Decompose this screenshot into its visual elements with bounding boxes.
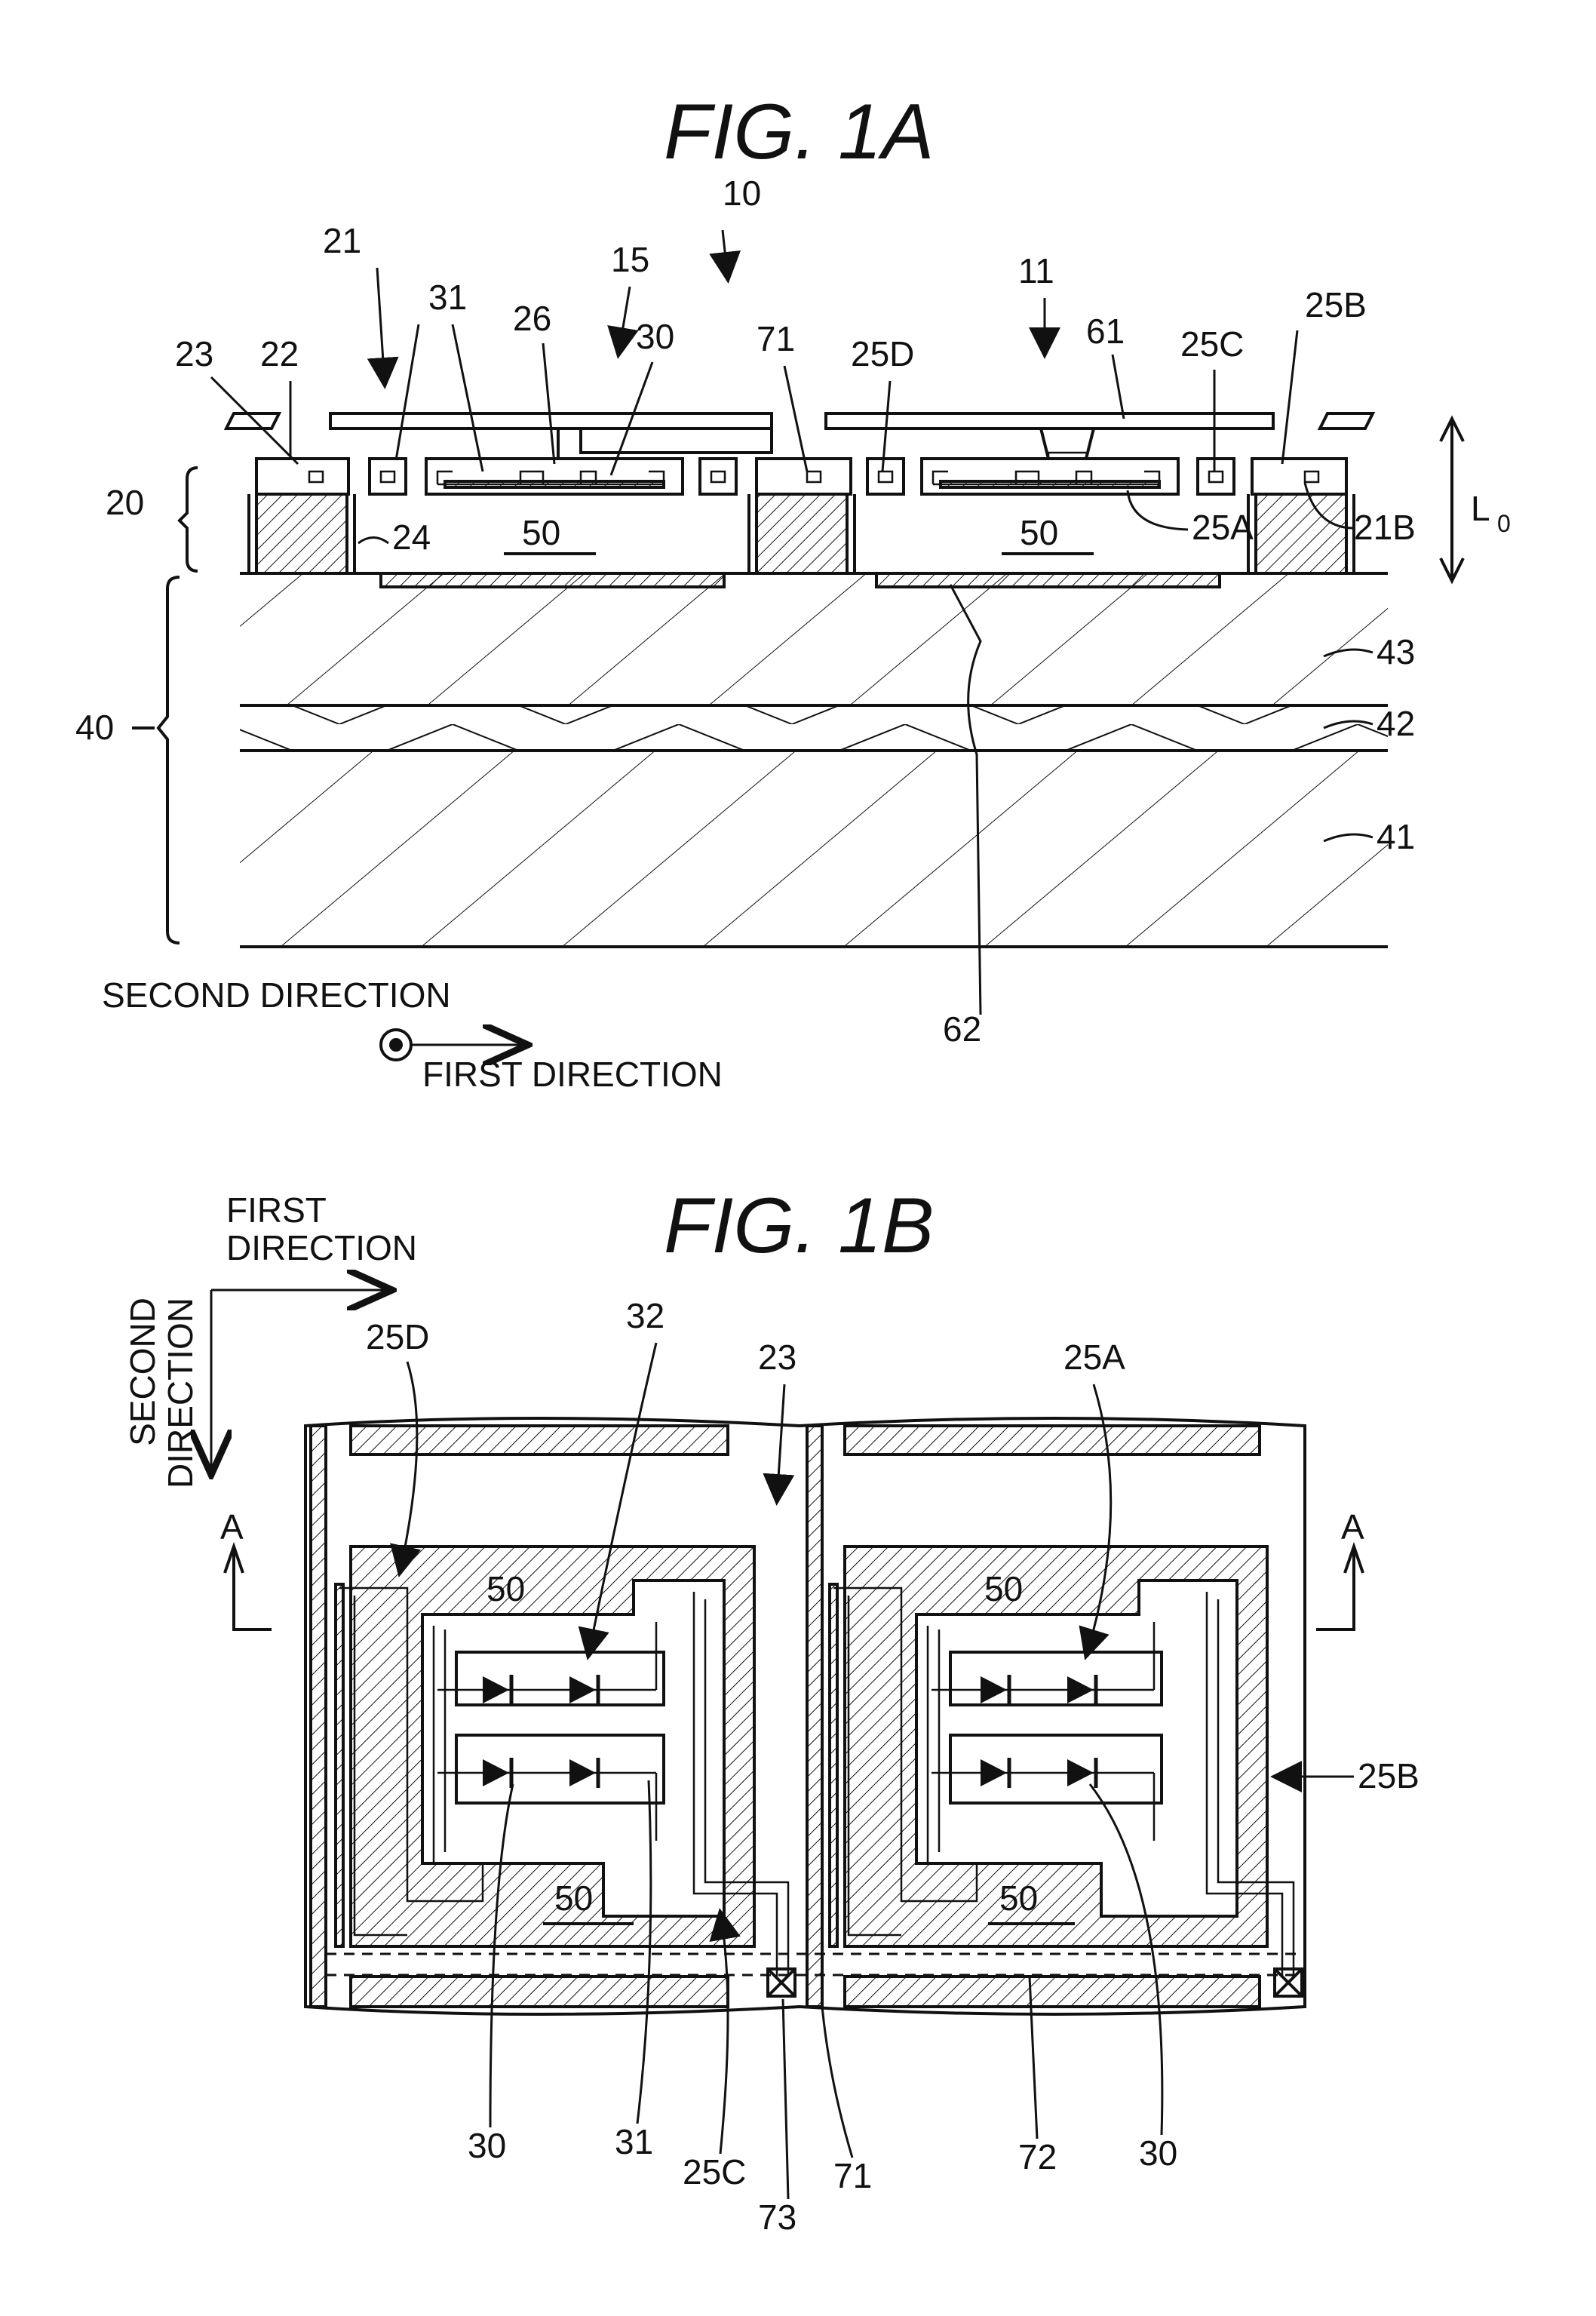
cell-left: [336, 1547, 795, 1996]
label-23: 23: [175, 334, 213, 373]
label-71: 71: [757, 319, 795, 358]
label-72: 72: [1018, 2137, 1057, 2176]
label-50-b4: 50: [999, 1878, 1038, 1918]
film-seg-25d: [867, 459, 904, 494]
label-30-b2: 30: [1139, 2133, 1177, 2173]
label-43: 43: [1377, 632, 1415, 671]
label-30-b1: 30: [468, 2126, 506, 2165]
strip-top-right: [845, 1426, 1260, 1454]
label-25b-b: 25B: [1358, 1756, 1420, 1795]
axis-first-line1: FIRST: [226, 1190, 327, 1230]
film-seg-25b: [1252, 459, 1346, 494]
label-50-b3: 50: [554, 1878, 593, 1918]
layer-43: [240, 573, 1388, 705]
label-50-right: 50: [1020, 513, 1058, 552]
label-25c-b: 25C: [683, 2152, 746, 2192]
label-71-b: 71: [833, 2156, 872, 2195]
label-15: 15: [611, 240, 649, 279]
strip-bottom-left: [351, 1977, 728, 2007]
label-10: 10: [723, 174, 761, 213]
label-25a: 25A: [1192, 508, 1254, 547]
label-40: 40: [75, 708, 114, 747]
label-section-a-right: A: [1341, 1507, 1364, 1547]
pillar-left: [256, 494, 347, 573]
axis-second-line2: DIRECTION: [161, 1298, 200, 1488]
label-l0: L: [1471, 489, 1490, 528]
film-seg-25c: [1198, 459, 1234, 494]
label-11: 11: [1018, 251, 1054, 290]
substrate-40: [240, 573, 1388, 947]
label-25a-b: 25A: [1063, 1338, 1125, 1377]
label-24: 24: [392, 518, 431, 557]
electrode-62-right: [876, 573, 1220, 587]
electrode-62-left: [381, 573, 724, 587]
axis-second-line1: SECOND: [123, 1298, 162, 1446]
label-50-b1: 50: [486, 1569, 525, 1608]
film-seg-a: [700, 459, 736, 494]
film-seg-71: [757, 459, 851, 494]
pillar-right: [1256, 494, 1346, 573]
cover-plate-right: [826, 413, 1273, 428]
label-50-left: 50: [522, 513, 560, 552]
strip-bottom-right: [845, 1977, 1260, 2007]
label-21b: 21B: [1354, 508, 1416, 547]
label-23-b: 23: [758, 1338, 796, 1377]
strip-top-left: [351, 1426, 728, 1454]
film-seg-31a: [370, 459, 406, 494]
film-seg-23: [256, 459, 348, 494]
label-42: 42: [1377, 704, 1415, 743]
fig-1a-title: FIG. 1A: [664, 88, 934, 176]
layer-42: [240, 705, 1388, 751]
label-32: 32: [626, 1296, 664, 1335]
label-20: 20: [106, 483, 144, 522]
pillar-mid: [757, 494, 847, 573]
label-31: 31: [428, 278, 467, 317]
label-22: 22: [260, 334, 299, 373]
bracket-20: [180, 468, 198, 571]
figure-1b: FIG. 1B FIRST DIRECTION SECOND DIRECTION: [123, 1182, 1420, 2237]
figure-1a: FIG. 1A: [75, 88, 1511, 1094]
label-41: 41: [1377, 817, 1415, 856]
wall-71-left: [311, 1426, 326, 2007]
axis-first-line2: DIRECTION: [226, 1228, 417, 1267]
label-25d-b: 25D: [366, 1317, 429, 1356]
fig-1b-title: FIG. 1B: [664, 1182, 934, 1270]
label-25c: 25C: [1180, 324, 1244, 364]
label-31-b: 31: [615, 2122, 653, 2161]
cell-right: [830, 1547, 1302, 1996]
label-26: 26: [513, 299, 551, 338]
label-21: 21: [323, 221, 361, 260]
bracket-40: [158, 577, 180, 943]
label-50-b2: 50: [984, 1569, 1023, 1608]
layer-41: [240, 751, 1388, 947]
label-61: 61: [1086, 312, 1125, 351]
label-section-a-left: A: [220, 1507, 244, 1547]
label-l0-subscript: 0: [1497, 510, 1511, 537]
label-25b: 25B: [1305, 285, 1367, 324]
wall-71-mid: [807, 1426, 822, 2007]
label-30: 30: [636, 317, 674, 356]
label-62: 62: [943, 1009, 981, 1049]
label-25d: 25D: [851, 334, 914, 373]
axis-second-direction: SECOND DIRECTION: [102, 975, 451, 1015]
label-73: 73: [758, 2198, 796, 2237]
axis-first-direction: FIRST DIRECTION: [422, 1055, 723, 1094]
